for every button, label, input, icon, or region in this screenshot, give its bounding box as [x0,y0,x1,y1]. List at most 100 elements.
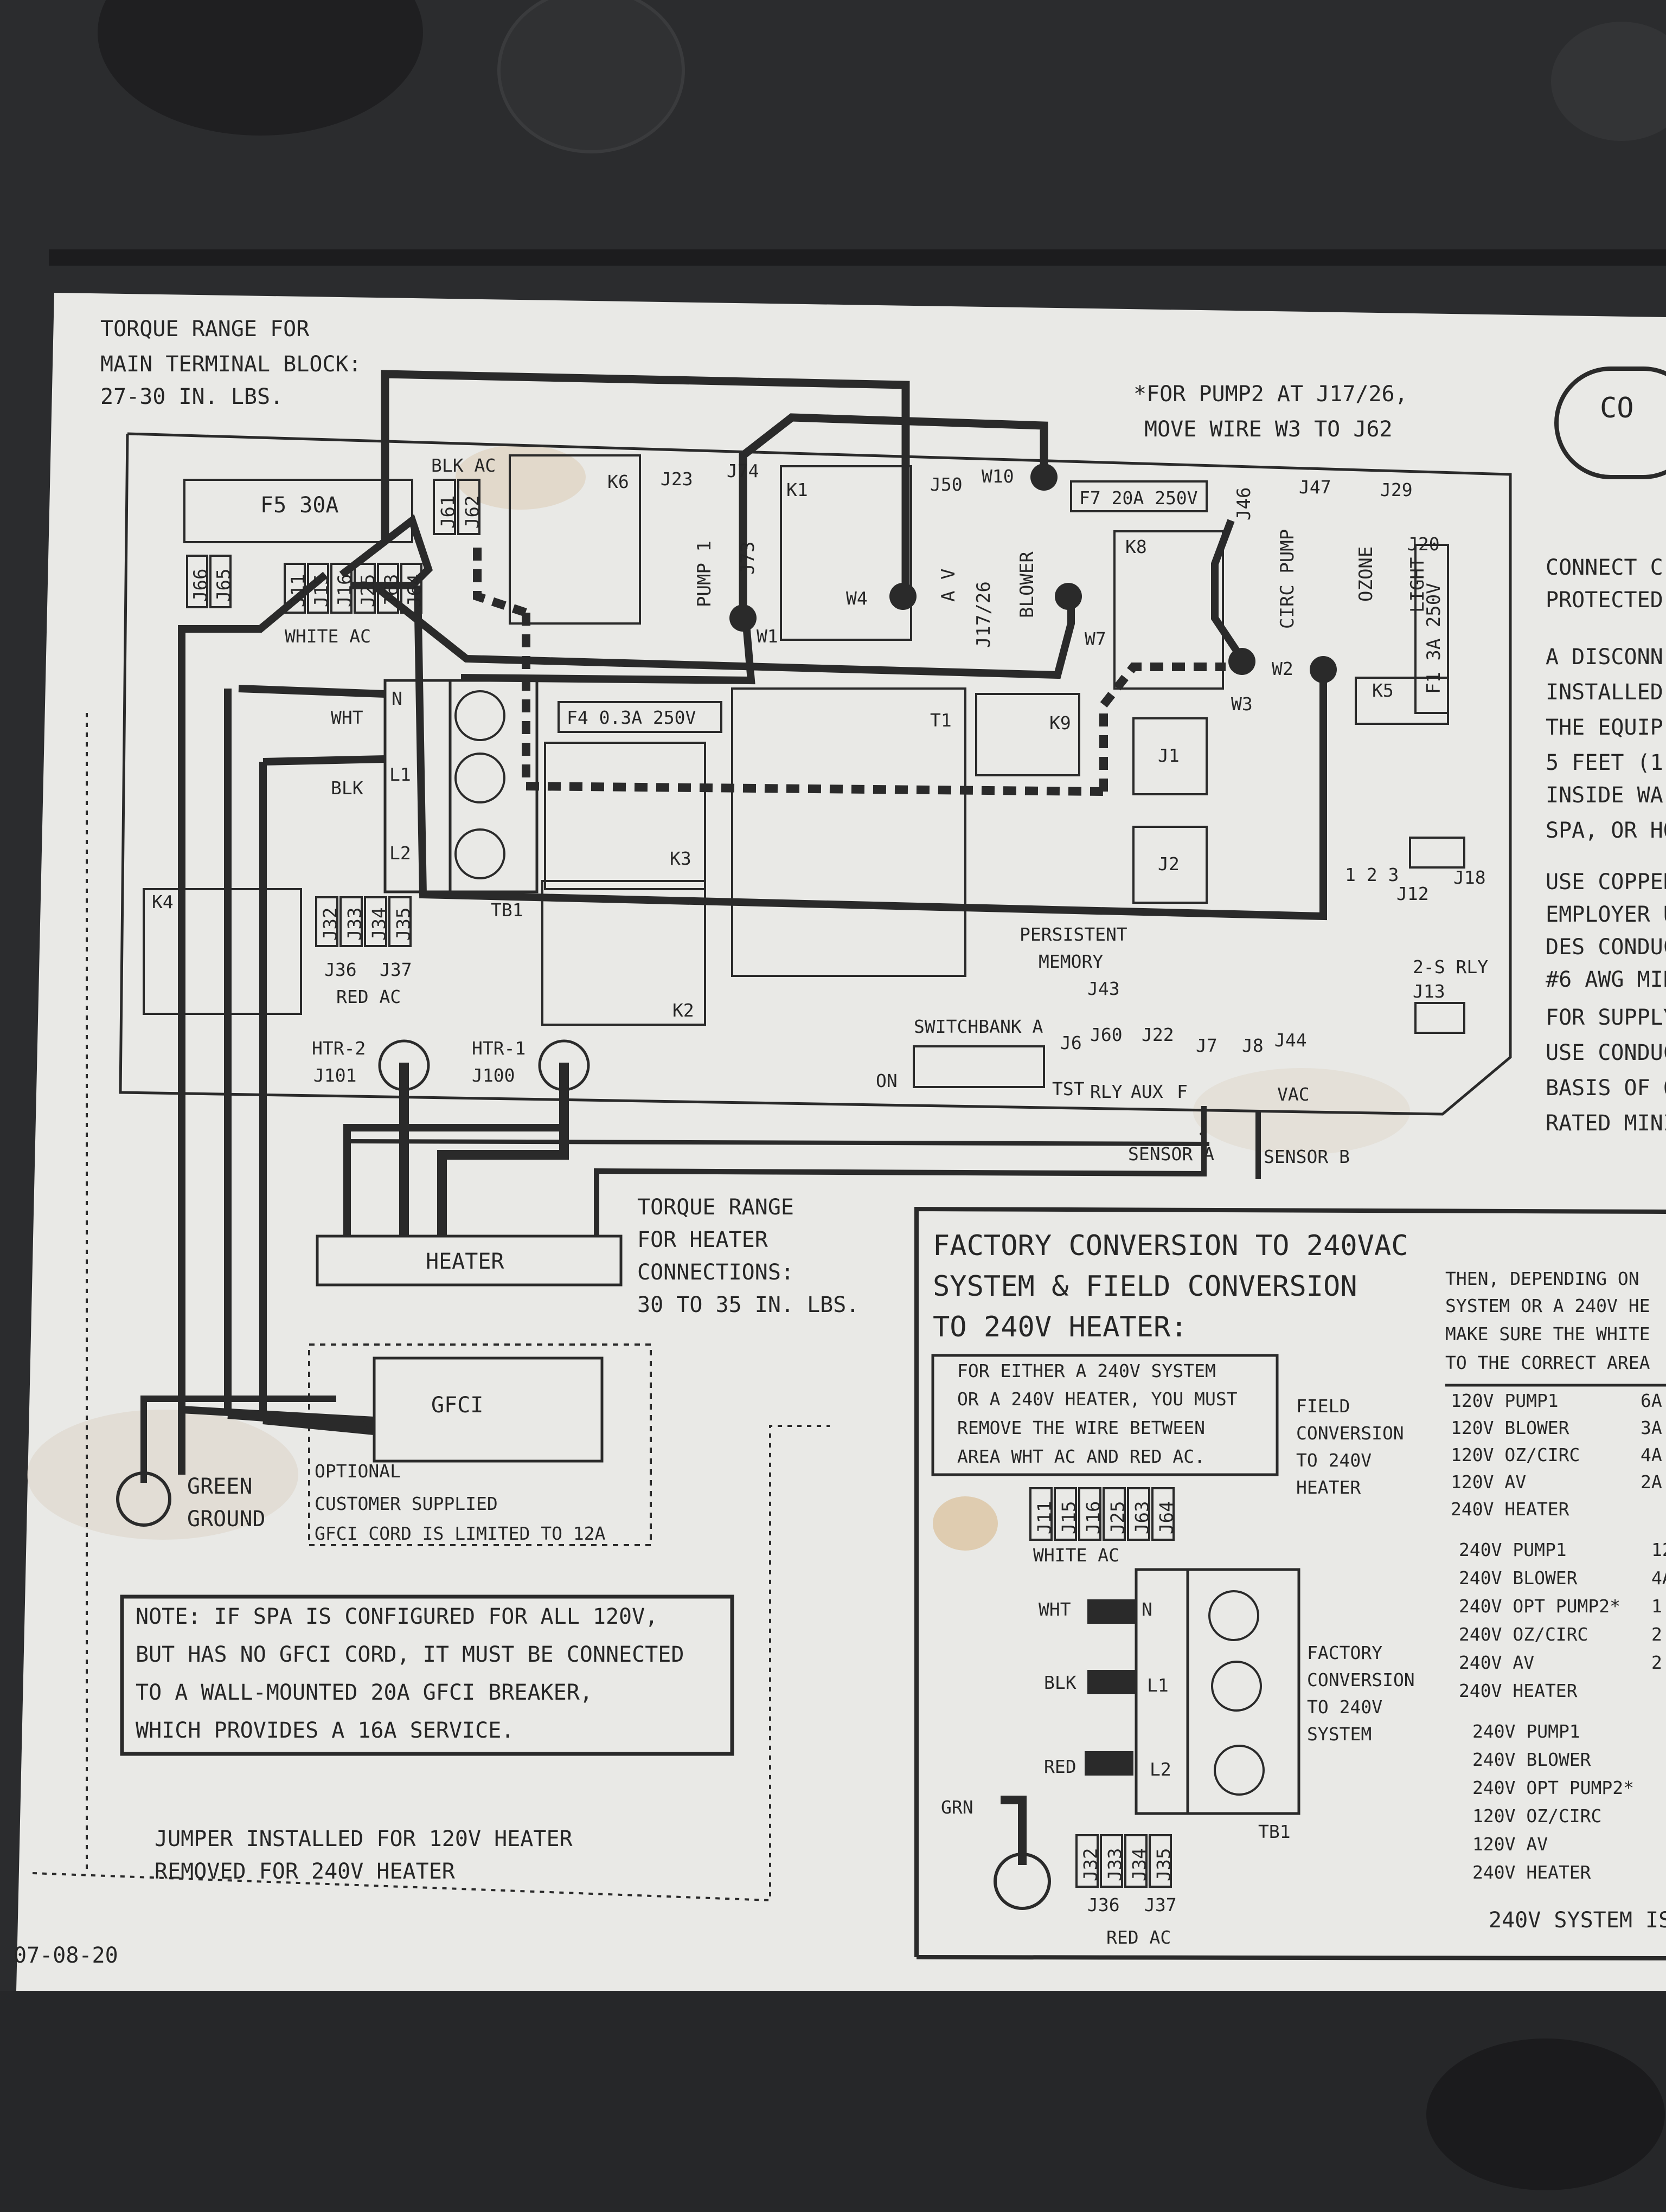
tb1-label: TB1 [491,899,523,921]
vac-label: VAC [1277,1084,1310,1105]
conv-red-ac-box [1100,1834,1123,1888]
factory-conversion-1: FACTORY [1307,1642,1382,1663]
board-outline [119,432,1512,1116]
conv-red-ac-box [1124,1834,1148,1888]
conv-white-ac-box [1127,1487,1150,1541]
right-edge-top: CO [1600,392,1634,425]
j1-label: J1 [1158,745,1180,766]
conv-footer: 240V SYSTEM IS [1489,1908,1666,1933]
k6-label: K6 [607,471,629,492]
white-ac-j25: J25 [357,574,379,607]
table-row-label: 240V PUMP1 [1459,1539,1567,1560]
k3-relay [544,742,706,890]
k3-label: K3 [670,848,691,869]
conv-j36: J36 [1087,1894,1120,1915]
white-ac-box [400,563,422,614]
j1-jack [1132,717,1208,795]
conv-n: N [1142,1599,1152,1620]
red-ac-box [315,896,338,947]
j2-label: J2 [1158,853,1180,874]
on-label: ON [876,1070,898,1091]
conv-white-ac-box [1103,1487,1126,1541]
w3-label: W3 [1231,693,1253,715]
date-code: 07-08-20 [14,1943,118,1968]
table-row-value: 2 [1651,1652,1662,1673]
factory-conversion-3: TO 240V [1307,1696,1382,1718]
conv-white-ac-j63: J63 [1131,1501,1153,1534]
right-edge-line: A DISCONN [1546,645,1663,670]
k6-relay [509,454,641,625]
f-label: F [1177,1081,1188,1102]
table-row-value: 1 [1651,1596,1662,1617]
white-ac-box [307,563,329,614]
persistent-memory-2: MEMORY [1039,951,1103,972]
j2-jack [1132,826,1208,904]
av-label: A V [938,569,959,602]
field-conversion-3: TO 240V [1296,1450,1372,1471]
conv-white-ac: WHITE AC [1033,1545,1119,1566]
conv-red-ac: RED AC [1106,1927,1171,1948]
table-row-label: 240V PUMP1 [1472,1721,1580,1742]
k5-label: K5 [1372,680,1394,701]
j12-pins: 1 2 3 [1345,864,1399,885]
heater-element [316,1234,623,1287]
red-ac-j35: J35 [393,908,414,941]
k4-relay [143,888,302,1015]
right-edge-line: EMPLOYER U [1546,902,1666,927]
k9-relay [975,693,1080,776]
note-box [120,1594,734,1756]
f4-fuse [558,701,722,733]
conv-blk: BLK [1044,1672,1077,1693]
l2-label: L2 [389,843,411,864]
then-text-4: TO THE CORRECT AREA [1445,1352,1650,1373]
conv-red-ac-box [1075,1834,1099,1888]
f1-fuse [1414,544,1449,714]
right-edge-line: USE CONDUC [1546,1040,1666,1065]
j17-26-label: J17/26 [973,581,995,648]
left-conn-j66: J66 [190,569,212,602]
white-ac-j64: J64 [404,574,426,607]
conversion-box-3: REMOVE THE WIRE BETWEEN [957,1417,1205,1438]
rly-label: RLY [1090,1081,1123,1102]
w7-label: W7 [1085,628,1106,650]
conv-white-ac-j64: J64 [1156,1501,1177,1534]
k1-label: K1 [786,479,808,500]
right-edge-line: INSIDE WA [1546,783,1663,808]
conversion-title-1: FACTORY CONVERSION TO 240VAC [933,1230,1408,1262]
conv-white-ac-box [1151,1487,1175,1541]
aux-label: AUX [1131,1081,1163,1102]
j36-label: J36 [324,959,357,980]
table-row-label: 120V OZ/CIRC [1451,1444,1580,1465]
torque-heater-1: TORQUE RANGE [637,1195,794,1220]
green-ground-1: GREEN [187,1474,252,1499]
switchbank [913,1045,1045,1088]
then-text-2: SYSTEM OR A 240V HE [1445,1295,1650,1316]
table-row-label: 240V BLOWER [1459,1567,1578,1589]
red-ac-box [388,896,412,947]
htr1-label: HTR-1 [472,1038,526,1059]
conversion-title-2: SYSTEM & FIELD CONVERSION [933,1270,1357,1303]
table-row-label: 240V BLOWER [1472,1749,1591,1770]
conv-grn: GRN [941,1797,973,1818]
factory-conversion-4: SYSTEM [1307,1724,1372,1745]
right-edge-line: CONNECT C [1546,555,1663,580]
conversion-box-1: FOR EITHER A 240V SYSTEM [957,1360,1216,1381]
conv-tb1: TB1 [1258,1821,1291,1842]
white-ac-j11: J11 [287,574,309,607]
table-row-label: 240V OPT PUMP2* [1459,1596,1620,1617]
left-conn-j65: J65 [213,569,235,602]
table-row-label: 240V HEATER [1451,1499,1569,1520]
conversion-box-4: AREA WHT AC AND RED AC. [957,1446,1205,1467]
red-ac-label: RED AC [336,986,401,1007]
white-ac-box [330,563,353,614]
f5-label: F5 30A [260,493,339,518]
table-row-value: 12 [1651,1539,1666,1560]
t1-label: T1 [930,710,952,731]
w4-label: W4 [846,588,868,609]
table-row-label: 120V AV [1472,1834,1548,1855]
conv-white-ac-j15: J15 [1058,1501,1080,1534]
table-row-label: 240V AV [1459,1652,1534,1673]
conversion-title-3: TO 240V HEATER: [933,1311,1188,1343]
